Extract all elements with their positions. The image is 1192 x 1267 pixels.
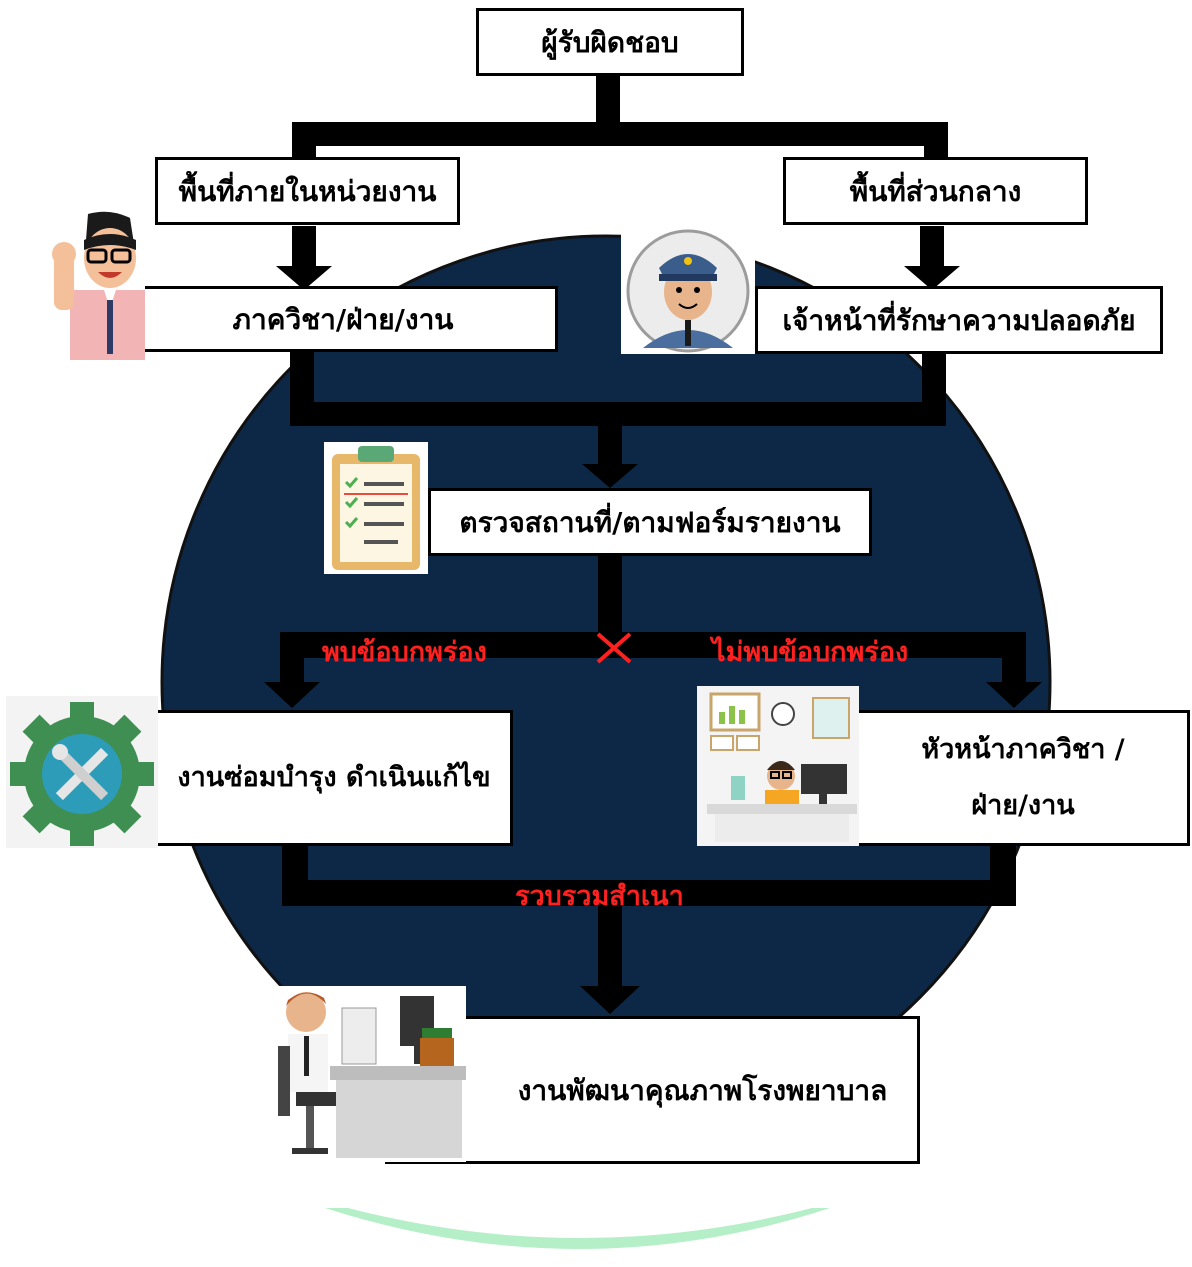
internal-area-text: พื้นที่ภายในหน่วยงาน (178, 174, 437, 208)
gear-wrench-screwdriver-icon (6, 696, 158, 848)
collect-copy-label: รวบรวมสำเนา (515, 881, 684, 912)
responsible-text: ผู้รับผิดชอบ (541, 25, 679, 59)
found-defect-label: พบข้อบกพร่อง (322, 637, 487, 668)
head-text-line1: หัวหน้าภาควิชา / (921, 734, 1125, 766)
clipboard-checklist-icon (324, 442, 428, 574)
head-box: หัวหน้าภาควิชา / ฝ่าย/งาน (856, 710, 1190, 846)
desk-worker-icon (697, 686, 859, 846)
security-guard-icon (621, 228, 755, 354)
man-thumbs-up-icon (50, 210, 145, 360)
maintenance-text: งานซ่อมบำรุง ดำเนินแก้ไข (177, 762, 491, 794)
internal-area-box: พื้นที่ภายในหน่วยงาน (155, 157, 460, 225)
office-worker-icon (270, 986, 466, 1162)
quality-box: งานพัฒนาคุณภาพโรงพยาบาล (385, 1016, 920, 1164)
security-officer-box: เจ้าหน้าที่รักษาความปลอดภัย (755, 286, 1163, 354)
quality-text: งานพัฒนาคุณภาพโรงพยาบาล (517, 1073, 888, 1107)
head-text-line2: ฝ่าย/งาน (971, 790, 1075, 821)
central-area-text: พื้นที่ส่วนกลาง (849, 174, 1022, 208)
department-text: ภาควิชา/ฝ่าย/งาน (232, 302, 454, 336)
maintenance-box: งานซ่อมบำรุง ดำเนินแก้ไข (155, 710, 513, 846)
department-box: ภาควิชา/ฝ่าย/งาน (128, 286, 558, 352)
no-defect-label: ไม่พบข้อบกพร่อง (712, 637, 909, 668)
central-area-box: พื้นที่ส่วนกลาง (783, 157, 1088, 225)
inspect-box: ตรวจสถานที่/ตามฟอร์มรายงาน (428, 488, 872, 556)
cross-icon (596, 632, 632, 664)
security-officer-text: เจ้าหน้าที่รักษาความปลอดภัย (782, 303, 1136, 337)
inspect-text: ตรวจสถานที่/ตามฟอร์มรายงาน (459, 505, 841, 539)
responsible-box: ผู้รับผิดชอบ (476, 8, 744, 76)
